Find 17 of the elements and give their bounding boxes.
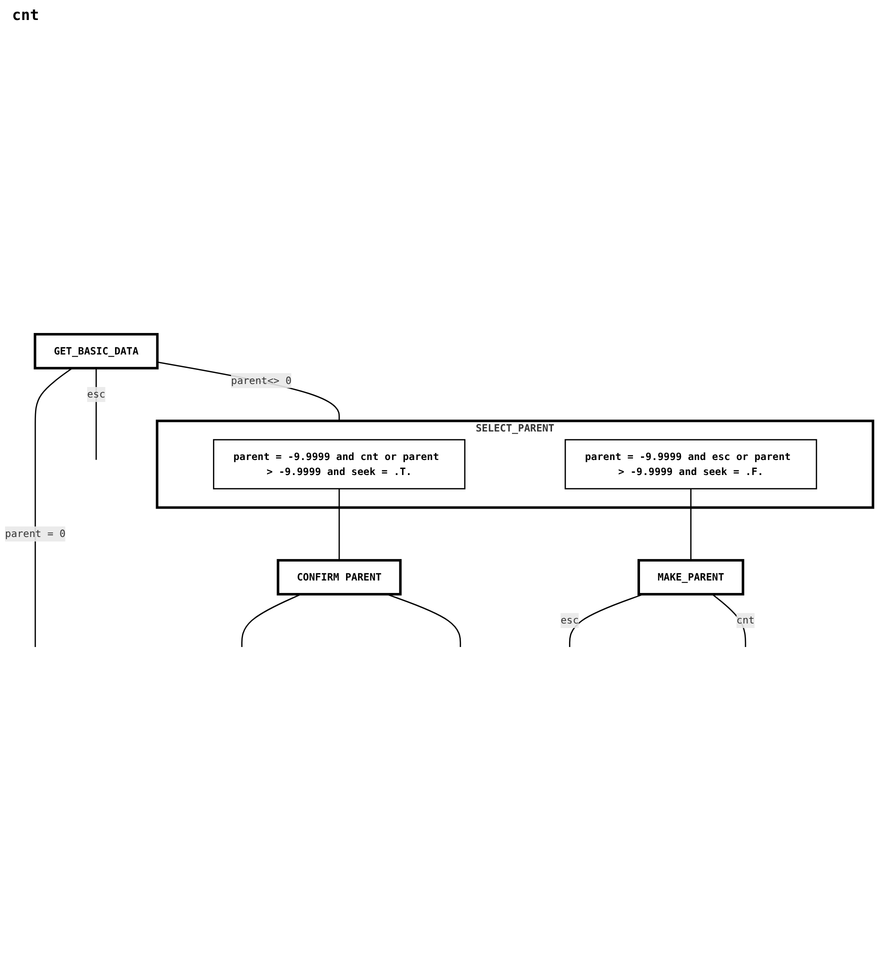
- connector-line: [96, 368, 97, 460]
- edge-label: esc: [87, 388, 106, 400]
- process-box: parent = -9.9999 and esc or parent > -9.9999 and seek = .F.: [564, 439, 818, 490]
- connector-line: [712, 594, 746, 647]
- connector-line: [690, 488, 692, 560]
- edge-label: cnt: [736, 614, 755, 626]
- process-box: CONFIRM PARENT: [276, 559, 402, 596]
- process-box: parent = -9.9999 and cnt or parent > -9.9999 and seek = .T.: [212, 439, 466, 490]
- note-label: cnt: [12, 6, 40, 24]
- connector-line: [338, 488, 340, 560]
- edge-label: esc: [560, 614, 579, 626]
- connector-line: [34, 368, 73, 647]
- edge-label: parent = 0: [5, 528, 66, 540]
- edge-label: parent<> 0: [231, 374, 292, 386]
- process-box: MAKE_PARENT: [638, 559, 744, 596]
- connector-line: [241, 594, 302, 647]
- process-box: GET_BASIC_DATA: [34, 332, 159, 370]
